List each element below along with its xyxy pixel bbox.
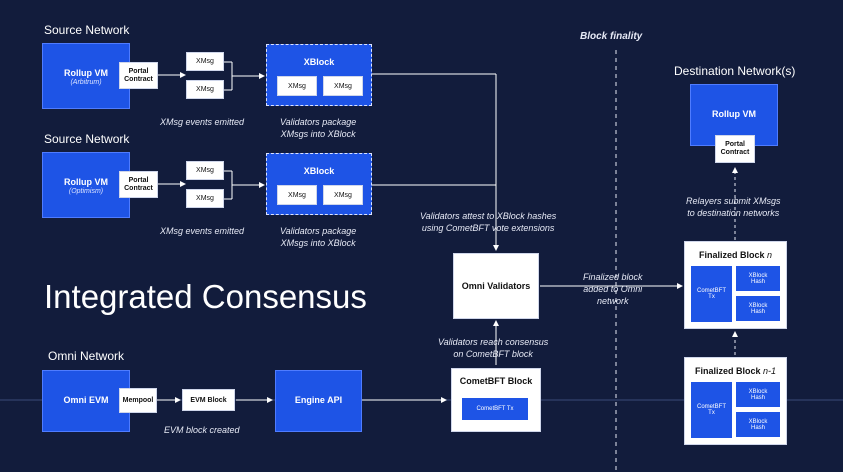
xblock-title: XBlock — [303, 166, 335, 176]
block-finality-label: Block finality — [580, 31, 643, 42]
rollup-vm-sub: (Optimism) — [68, 188, 104, 195]
portal-contract-2: Portal Contract — [119, 171, 158, 198]
finalized-xblock-hash: XBlock Hash — [736, 412, 780, 437]
finalized-block-title: Finalized Block n — [698, 250, 773, 260]
caption-attest: Validators attest to XBlock hashes using… — [420, 211, 557, 233]
rollup-vm-label: Rollup VM — [64, 68, 108, 78]
caption-xmsg-events-2: XMsg events emitted — [160, 226, 245, 236]
omni-validators-box: Omni Validators — [453, 253, 539, 319]
destination-network-title: Destination Network(s) — [674, 64, 796, 78]
xblock-2: XBlock XMsg XMsg — [266, 153, 372, 215]
xmsg-2b: XMsg — [186, 189, 224, 208]
xblock-xmsg: XMsg — [323, 185, 363, 205]
xmsg-2a: XMsg — [186, 161, 224, 180]
caption-validators-package-1: Validators package XMsgs into XBlock — [280, 117, 357, 139]
rollup-vm-label: Rollup VM — [64, 177, 108, 187]
finalized-xblock-hash: XBlock Hash — [736, 382, 780, 407]
caption-validators-package-2: Validators package XMsgs into XBlock — [280, 226, 357, 248]
mempool-box: Mempool — [119, 388, 157, 413]
omni-network-title: Omni Network — [48, 349, 125, 363]
portal-contract-1: Portal Contract — [119, 62, 158, 89]
portal-contract-destination: Portal Contract — [715, 135, 755, 163]
integrated-consensus-heading: Integrated Consensus — [44, 278, 367, 315]
engine-api-label: Engine API — [294, 395, 343, 405]
cometbft-block: CometBFT Block CometBFT Tx — [451, 368, 541, 432]
xblock-xmsg: XMsg — [277, 185, 317, 205]
rollup-vm-sub: (Arbitrum) — [70, 79, 102, 86]
caption-consensus: Validators reach consensus on CometBFT b… — [438, 337, 549, 359]
xblock-xmsg: XMsg — [323, 76, 363, 96]
finalized-xblock-hash: XBlock Hash — [736, 266, 780, 291]
omni-evm-box: Omni EVM — [42, 370, 130, 432]
cometbft-block-title: CometBFT Block — [459, 376, 533, 386]
rollup-vm-optimism: Rollup VM (Optimism) — [42, 152, 130, 218]
caption-xmsg-events-1: XMsg events emitted — [160, 117, 245, 127]
caption-finalized-block: Finalized block added to Omni network — [583, 272, 643, 306]
finalized-block-n-1: Finalized Block n-1 CometBFT Tx XBlock H… — [684, 357, 787, 445]
engine-api-box: Engine API — [275, 370, 362, 432]
caption-evm-block: EVM block created — [164, 425, 240, 435]
rollup-vm-label: Rollup VM — [712, 109, 756, 119]
source-network-title-2: Source Network — [44, 132, 130, 146]
omni-evm-label: Omni EVM — [63, 395, 109, 405]
finalized-cometbft-tx: CometBFT Tx — [691, 266, 732, 322]
source-network-title-1: Source Network — [44, 23, 130, 37]
xmsg-1a: XMsg — [186, 52, 224, 71]
xblock-title: XBlock — [303, 57, 335, 67]
finalized-cometbft-tx: CometBFT Tx — [691, 382, 732, 438]
finalized-block-title: Finalized Block n-1 — [694, 366, 777, 376]
evm-block-box: EVM Block — [182, 389, 235, 411]
xblock-1: XBlock XMsg XMsg — [266, 44, 372, 106]
xmsg-1b: XMsg — [186, 80, 224, 99]
cometbft-tx: CometBFT Tx — [462, 398, 528, 420]
caption-relayers: Relayers submit XMsgs to destination net… — [686, 196, 781, 218]
xblock-xmsg: XMsg — [277, 76, 317, 96]
finalized-xblock-hash: XBlock Hash — [736, 296, 780, 321]
finalized-block-n: Finalized Block n CometBFT Tx XBlock Has… — [684, 241, 787, 329]
rollup-vm-arbitrum: Rollup VM (Arbitrum) — [42, 43, 130, 109]
